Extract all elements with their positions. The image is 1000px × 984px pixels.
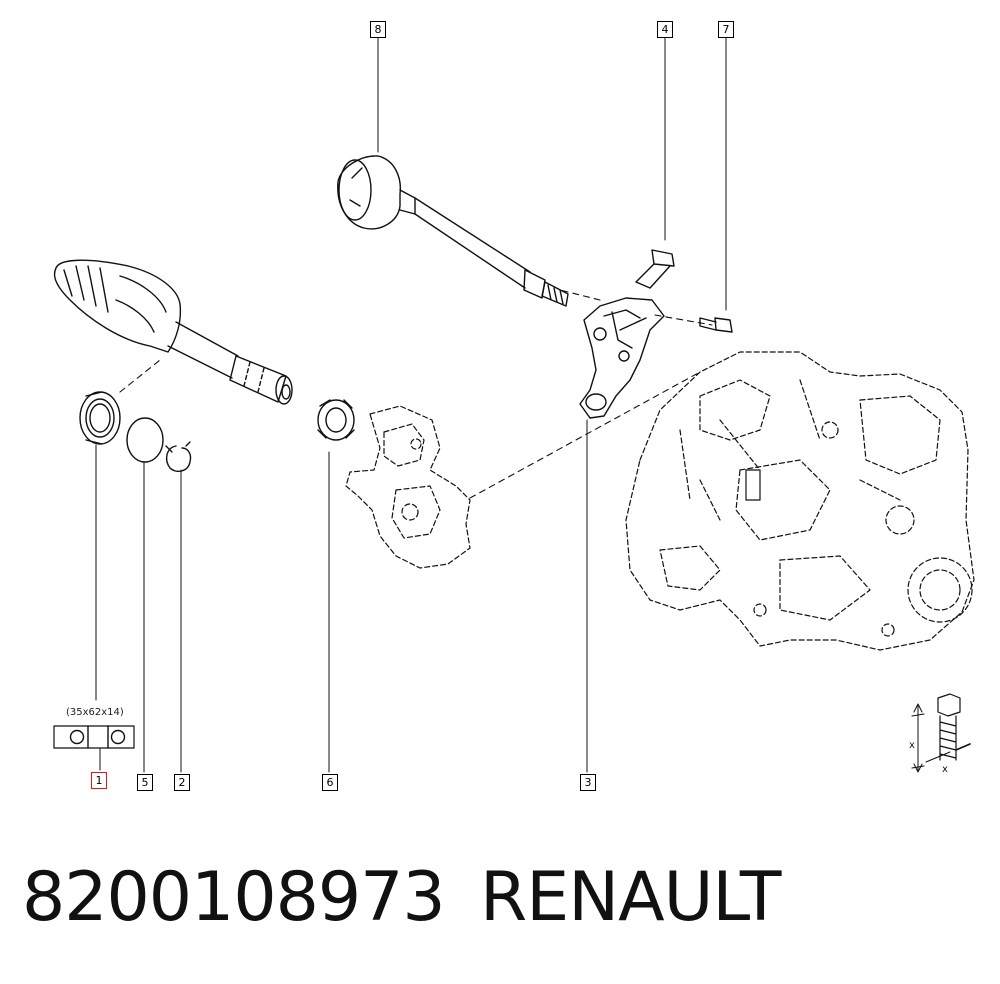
ring-5 <box>126 417 164 463</box>
callout-4[interactable]: 4 <box>657 21 673 38</box>
circlip-2 <box>165 441 192 473</box>
bolt-dimension-icon <box>911 693 971 773</box>
callout-1[interactable]: 1 <box>91 772 107 789</box>
exploded-view-diagram: x x <box>53 36 975 775</box>
brand-name: RENAULT <box>480 858 781 937</box>
assembly-dashed-lines <box>119 289 713 499</box>
callout-7[interactable]: 7 <box>718 21 734 38</box>
callout-2[interactable]: 2 <box>174 774 190 791</box>
housing-dashed <box>345 405 471 569</box>
bearing-1 <box>79 391 121 445</box>
bolt-7 <box>699 317 733 333</box>
bolt-4 <box>635 249 675 289</box>
callout-8[interactable]: 8 <box>370 21 386 38</box>
part-number: 8200108973 <box>22 858 446 937</box>
bearing-size-label: (35x62x14) <box>66 707 124 718</box>
deflector-6 <box>317 399 355 441</box>
callout-5[interactable]: 5 <box>137 774 153 791</box>
callout-3[interactable]: 3 <box>580 774 596 791</box>
bearing-spec-box <box>53 725 135 749</box>
gearbox-dashed <box>625 351 975 651</box>
dimension-x-label-2: x <box>942 764 948 775</box>
leader-lines <box>95 36 727 773</box>
callout-6[interactable]: 6 <box>322 774 338 791</box>
dimension-x-label-1: x <box>909 740 915 751</box>
footer: 8200108973 RENAULT <box>0 858 1000 958</box>
left-driveshaft <box>53 259 293 405</box>
bracket-3 <box>579 297 665 419</box>
drive-shaft-8 <box>337 155 569 307</box>
